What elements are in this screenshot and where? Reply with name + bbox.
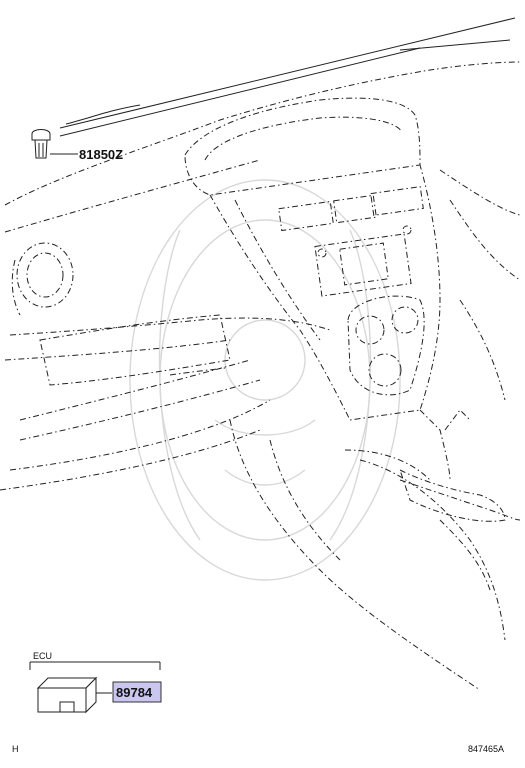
ecu-group-label: ECU (33, 651, 52, 661)
part-number-89784-highlight (112, 681, 162, 703)
windshield-lines (59, 17, 516, 137)
center-console (184, 97, 441, 421)
figure-code: 847465A (468, 744, 504, 754)
shift-area (344, 409, 506, 522)
footer-left-mark: H (12, 744, 19, 754)
dashboard-outline (0, 61, 521, 691)
part-number-89784[interactable]: 89784 (116, 685, 153, 700)
left-air-vent (11, 242, 74, 316)
ecu-module (36, 676, 112, 714)
watermark-emblem (129, 179, 401, 581)
ecu-bracket (29, 661, 161, 670)
part-number-81850z[interactable]: 81850Z (79, 147, 123, 162)
clip-part (31, 129, 78, 159)
lower-dash-panel (39, 314, 231, 386)
